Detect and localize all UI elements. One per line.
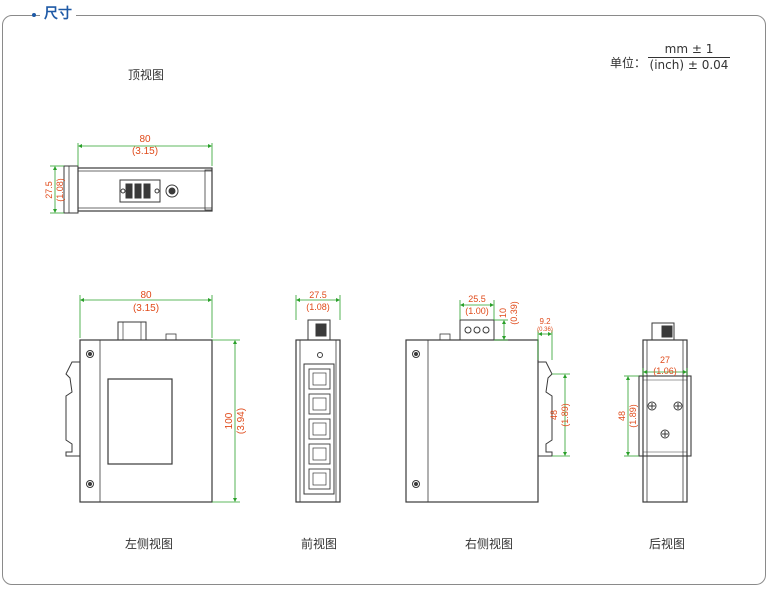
rear-h-in: (1.89) <box>628 404 638 428</box>
left-height-mm: 100 <box>224 412 235 429</box>
top-view-drawing <box>63 165 213 214</box>
unit-label: 单位： <box>610 56 647 70</box>
left-height-in: (3.94) <box>236 408 247 434</box>
right-conn-h-in: (0.39) <box>509 301 519 325</box>
right-h-mm: 48 <box>549 410 559 420</box>
rear-w-in: (1.06) <box>653 366 677 376</box>
rear-view-drawing <box>638 322 692 503</box>
left-view-drawing <box>65 321 213 503</box>
unit-denominator: (inch) ± 0.04 <box>649 58 729 72</box>
rear-view-label: 后视图 <box>648 537 685 551</box>
right-conn-h-mm: 10 <box>498 308 508 318</box>
unit-numerator: mm ± 1 <box>648 42 730 58</box>
dimensions-panel <box>2 15 766 585</box>
rear-h-mm: 48 <box>617 411 627 421</box>
right-conn-in: (1.00) <box>465 306 489 316</box>
front-view-drawing <box>295 319 341 503</box>
left-view-dimensions <box>79 295 240 503</box>
title-bullet <box>32 13 36 17</box>
left-width-mm: 80 <box>140 290 152 301</box>
right-rail-in: (0.36) <box>537 327 553 333</box>
top-view-label: 顶视图 <box>127 68 164 82</box>
unit-fraction: mm ± 1 (inch) ± 0.04 <box>648 42 730 72</box>
rear-view-dimensions <box>624 368 688 457</box>
front-view-dimensions <box>295 295 341 320</box>
left-view-label: 左侧视图 <box>124 537 173 551</box>
right-view-label: 右侧视图 <box>464 537 513 551</box>
right-conn-mm: 25.5 <box>468 294 486 304</box>
right-view-dimensions <box>459 300 570 457</box>
left-width-in: (3.15) <box>133 303 159 314</box>
front-width-in: (1.08) <box>306 302 330 312</box>
right-h-in: (1.89) <box>560 403 570 427</box>
right-view-drawing <box>405 319 553 503</box>
rear-w-mm: 27 <box>660 355 670 365</box>
top-depth-mm: 27.5 <box>44 181 54 199</box>
section-title: 尺寸 <box>40 5 76 23</box>
top-view-dimensions <box>50 143 213 214</box>
front-view-label: 前视图 <box>300 537 337 551</box>
right-rail-mm: 9.2 <box>539 317 551 326</box>
front-width-mm: 27.5 <box>309 290 327 300</box>
top-width-mm: 80 <box>139 134 151 145</box>
top-depth-in: (1.08) <box>55 178 65 202</box>
top-width-in: (3.15) <box>132 146 158 157</box>
